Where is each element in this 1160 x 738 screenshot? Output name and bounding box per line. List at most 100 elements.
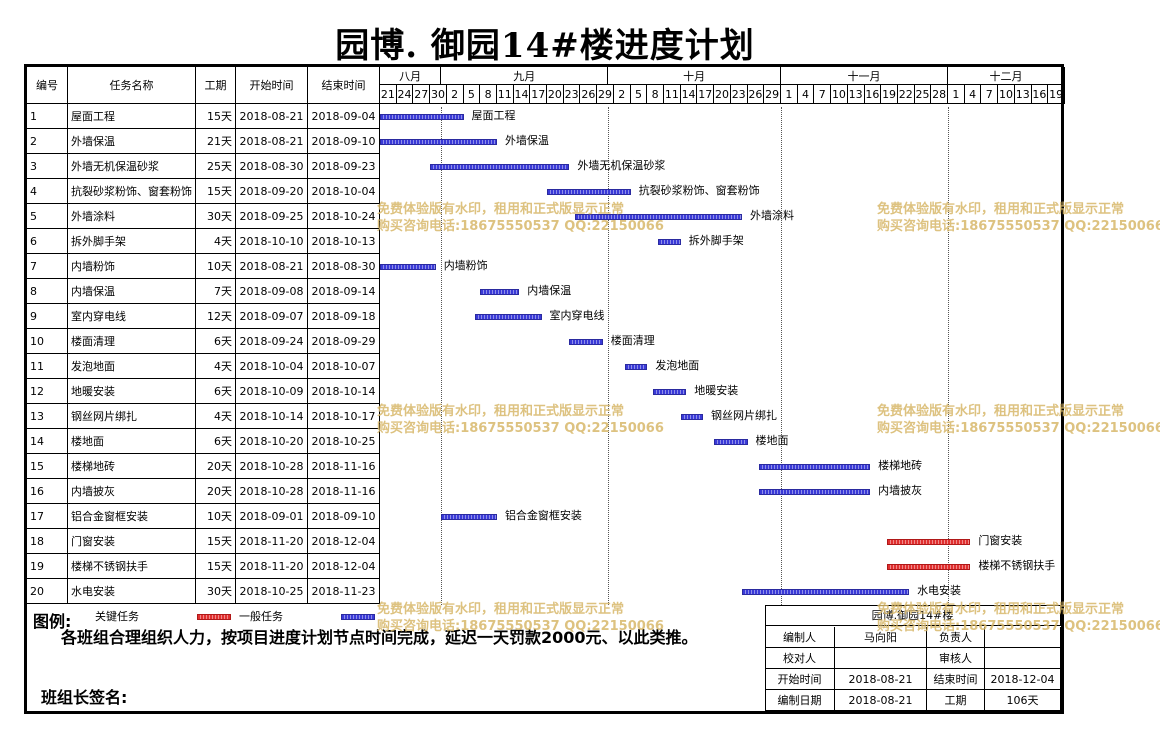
info-checker [835,648,927,669]
day-tick: 13 [1014,85,1032,104]
gantt-bar[interactable] [380,138,497,145]
day-tick: 1 [780,85,798,104]
day-tick: 4 [797,85,815,104]
task-id: 16 [27,479,68,504]
info-compiler-label: 编制人 [765,627,835,648]
task-name: 外墙涂料 [68,204,196,229]
info-checker-label: 校对人 [765,648,835,669]
task-start: 2018-10-09 [236,379,308,404]
gantt-bar[interactable] [380,113,464,120]
gantt-bar[interactable] [547,188,631,195]
task-start: 2018-11-20 [236,529,308,554]
task-name: 钢丝网片绑扎 [68,404,196,429]
task-id: 9 [27,304,68,329]
month-header: 九月 [441,67,609,85]
task-duration: 12天 [196,304,236,329]
gantt-bar[interactable] [652,388,687,395]
day-tick: 22 [897,85,915,104]
month-header: 十二月 [948,67,1065,85]
legend-normal-label: 一般任务 [239,610,283,623]
task-duration: 6天 [196,429,236,454]
gantt-bar[interactable] [658,238,681,245]
gantt-bar[interactable] [886,538,971,545]
task-start: 2018-09-01 [236,504,308,529]
day-tick: 26 [580,85,598,104]
gantt-bar[interactable] [569,338,603,345]
gantt-bar[interactable] [430,163,570,170]
task-start: 2018-09-24 [236,329,308,354]
gantt-bar[interactable] [680,413,703,420]
task-name: 发泡地面 [68,354,196,379]
gantt-bar[interactable] [886,563,971,570]
gantt-bar[interactable] [758,463,871,470]
task-name: 内墙粉饰 [68,254,196,279]
gantt-bar[interactable] [441,513,497,520]
day-tick: 20 [714,85,731,104]
task-id: 13 [27,404,68,429]
col-header-duration: 工期 [196,67,236,104]
gantt-bar-label: 楼地面 [755,433,789,447]
task-start: 2018-10-25 [236,579,308,604]
legend-critical-swatch [197,614,231,620]
gantt-bar[interactable] [474,313,542,320]
task-end: 2018-09-04 [308,104,380,129]
task-name: 内墙保温 [68,279,196,304]
task-start: 2018-09-07 [236,304,308,329]
month-header: 八月 [380,67,442,85]
task-start: 2018-09-25 [236,204,308,229]
day-tick: 4 [964,85,982,104]
day-tick: 1 [948,85,965,104]
day-tick: 24 [396,85,414,104]
gantt-bar-label: 门窗安装 [978,533,1023,547]
task-name: 水电安装 [68,579,196,604]
task-end: 2018-09-23 [308,154,380,179]
day-tick: 19 [881,85,898,104]
day-tick: 29 [597,85,614,104]
task-name: 铝合金窗框安装 [68,504,196,529]
day-tick: 16 [864,85,882,104]
gantt-bar-label: 水电安装 [917,583,962,597]
task-duration: 10天 [196,504,236,529]
gantt-bar-label: 内墙保温 [527,283,572,297]
task-name: 室内穿电线 [68,304,196,329]
gantt-bar[interactable] [480,288,520,295]
gantt-bar-label: 内墙披灰 [878,483,923,497]
day-tick: 19 [1048,85,1065,104]
task-id: 14 [27,429,68,454]
info-table-border [765,605,766,714]
task-end: 2018-10-14 [308,379,380,404]
info-project: 园博.御园14#楼 [765,605,1061,626]
task-id: 8 [27,279,68,304]
task-end: 2018-10-17 [308,404,380,429]
gantt-bar[interactable] [574,213,742,220]
gantt-bar-label: 楼梯地砖 [878,458,923,472]
day-tick: 25 [914,85,932,104]
task-duration: 25天 [196,154,236,179]
gantt-bar[interactable] [714,438,748,445]
gantt-bar[interactable] [625,363,648,370]
task-start: 2018-10-04 [236,354,308,379]
task-id: 1 [27,104,68,129]
gantt-bar-label: 抗裂砂浆粉饰、窗套粉饰 [638,183,760,197]
gantt-bar-label: 铝合金窗框安装 [504,508,582,522]
day-tick: 23 [563,85,581,104]
gantt-bar[interactable] [741,588,910,595]
task-duration: 7天 [196,279,236,304]
task-end: 2018-09-18 [308,304,380,329]
task-duration: 4天 [196,229,236,254]
task-duration: 15天 [196,529,236,554]
task-end: 2018-11-23 [308,579,380,604]
task-name: 抗裂砂浆粉饰、窗套粉饰 [68,179,196,204]
info-compiler: 马向阳 [835,627,927,648]
gantt-bar[interactable] [758,488,871,495]
info-duration-label: 工期 [927,690,985,711]
legend-normal-swatch [341,614,375,620]
gantt-bar[interactable] [380,263,436,270]
gantt-bar-label: 外墙涂料 [749,208,794,222]
info-date-label: 编制日期 [765,690,835,711]
task-name: 楼面清理 [68,329,196,354]
task-start: 2018-08-30 [236,154,308,179]
task-end: 2018-10-25 [308,429,380,454]
col-header-end: 结束时间 [308,67,380,104]
info-start: 2018-08-21 [835,669,927,690]
